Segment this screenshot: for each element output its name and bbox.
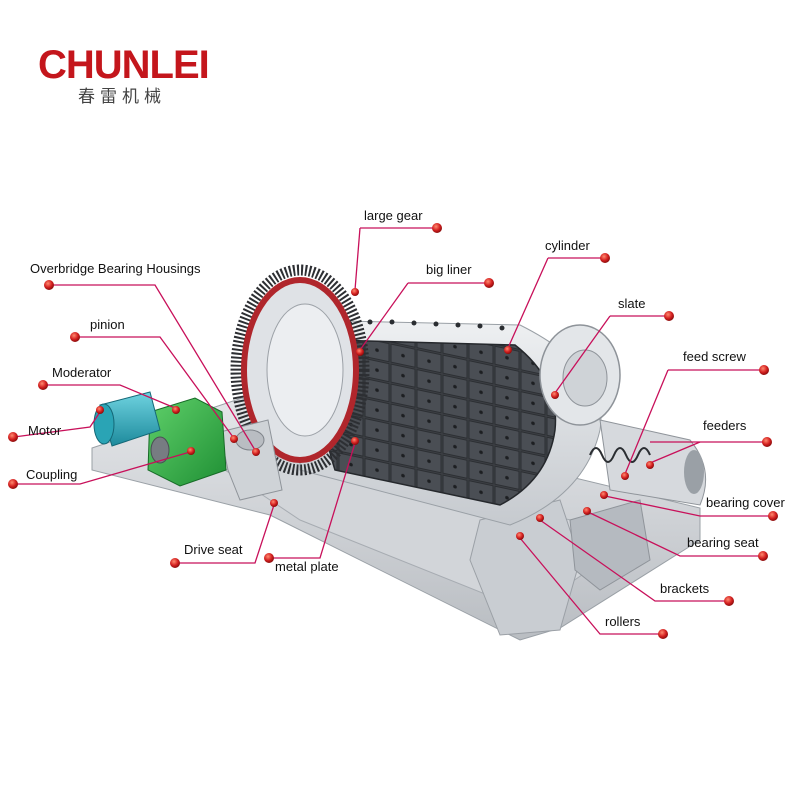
dot-drive-seat bbox=[170, 558, 180, 568]
label-brackets: brackets bbox=[660, 581, 710, 596]
leader-large-gear-b bbox=[354, 227, 361, 291]
label-slate: slate bbox=[618, 296, 645, 311]
dot-brackets bbox=[724, 596, 734, 606]
label-coupling: Coupling bbox=[26, 467, 77, 482]
leader-coupling bbox=[14, 451, 191, 485]
leader-brackets bbox=[539, 519, 728, 602]
dot-pinion bbox=[70, 332, 80, 342]
label-large-gear: large gear bbox=[364, 208, 423, 223]
leader-motor bbox=[13, 411, 101, 438]
label-overbridge: Overbridge Bearing Housings bbox=[30, 261, 201, 276]
anchor-dot-feed-screw bbox=[621, 472, 629, 480]
leader-metal-plate bbox=[270, 442, 356, 559]
dot-feeders bbox=[762, 437, 772, 447]
label-big-liner: big liner bbox=[426, 262, 472, 277]
anchor-dot-bearing-seat bbox=[583, 507, 591, 515]
part-labels: large gear cylinder big liner Overbridge… bbox=[26, 208, 785, 629]
large-gear-hub bbox=[266, 303, 344, 437]
dot-bearing-seat bbox=[758, 551, 768, 561]
dot-large-gear bbox=[432, 223, 442, 233]
label-metal-plate: metal plate bbox=[275, 559, 339, 574]
label-motor: Motor bbox=[28, 423, 62, 438]
leader-slate-b bbox=[554, 315, 611, 394]
brand-logo: CHUNLEI 春雷机械 bbox=[38, 43, 210, 107]
leader-bearing-seat bbox=[587, 511, 762, 557]
leader-dots bbox=[8, 223, 778, 639]
dot-motor bbox=[8, 432, 18, 442]
end-cap-inner bbox=[562, 349, 608, 407]
anchor-dot-large-gear bbox=[351, 288, 359, 296]
anchor-dot-coupling bbox=[187, 447, 195, 455]
anchor-dot-motor bbox=[96, 406, 104, 414]
label-rollers: rollers bbox=[605, 614, 641, 629]
anchor-dot-big-liner bbox=[356, 348, 364, 356]
label-feeders: feeders bbox=[703, 418, 747, 433]
anchor-dot-feeders bbox=[646, 461, 654, 469]
leader-pinion bbox=[76, 336, 234, 438]
ball-mill-illustration bbox=[91, 264, 707, 641]
front-pedestal bbox=[469, 499, 581, 636]
dot-rollers bbox=[658, 629, 668, 639]
anchor-dot-rollers bbox=[516, 532, 524, 540]
leader-feeders-b bbox=[649, 441, 701, 464]
label-drive-seat: Drive seat bbox=[184, 542, 243, 557]
feeder-mouth bbox=[684, 450, 704, 494]
dot-cylinder bbox=[600, 253, 610, 263]
moderator-gearbox bbox=[147, 397, 227, 487]
label-bearing-cover: bearing cover bbox=[706, 495, 785, 510]
dot-slate bbox=[664, 311, 674, 321]
anchor-dot-metal-plate bbox=[351, 437, 359, 445]
label-feed-screw: feed screw bbox=[683, 349, 746, 364]
leader-drive-seat bbox=[176, 504, 275, 564]
anchor-dot-overbridge bbox=[252, 448, 260, 456]
dot-coupling bbox=[8, 479, 18, 489]
dot-bearing-cover bbox=[768, 511, 778, 521]
label-pinion: pinion bbox=[90, 317, 125, 332]
pinion-shaft bbox=[235, 429, 265, 451]
dot-metal-plate bbox=[264, 553, 274, 563]
leader-rollers bbox=[519, 537, 662, 635]
dot-moderator bbox=[38, 380, 48, 390]
brand-subtitle: 春雷机械 bbox=[78, 87, 166, 107]
leader-feed-screw-b bbox=[624, 369, 669, 475]
anchor-dot-moderator bbox=[172, 406, 180, 414]
leader-moderator bbox=[44, 384, 176, 409]
dot-overbridge bbox=[44, 280, 54, 290]
dot-feed-screw bbox=[759, 365, 769, 375]
anchor-dot-pinion bbox=[230, 435, 238, 443]
brand-name: CHUNLEI bbox=[38, 43, 209, 87]
label-bearing-seat: bearing seat bbox=[687, 535, 759, 550]
feed-screw-spiral bbox=[589, 447, 651, 463]
anchor-dot-slate bbox=[551, 391, 559, 399]
leader-bearing-cover bbox=[604, 495, 772, 517]
dot-big-liner bbox=[484, 278, 494, 288]
anchor-dot-brackets bbox=[536, 514, 544, 522]
anchor-dot-bearing-cover bbox=[600, 491, 608, 499]
anchor-dot-cylinder bbox=[504, 346, 512, 354]
label-cylinder: cylinder bbox=[545, 238, 590, 253]
leader-cylinder-b bbox=[507, 257, 549, 349]
coupling-disc bbox=[150, 436, 170, 464]
bracket-block bbox=[569, 499, 651, 591]
anchor-dot-drive-seat bbox=[270, 499, 278, 507]
large-gear-teeth bbox=[230, 264, 370, 476]
label-moderator: Moderator bbox=[52, 365, 112, 380]
leader-lines bbox=[13, 227, 772, 635]
leader-overbridge bbox=[50, 284, 256, 451]
leader-big-liner-b bbox=[359, 282, 409, 351]
